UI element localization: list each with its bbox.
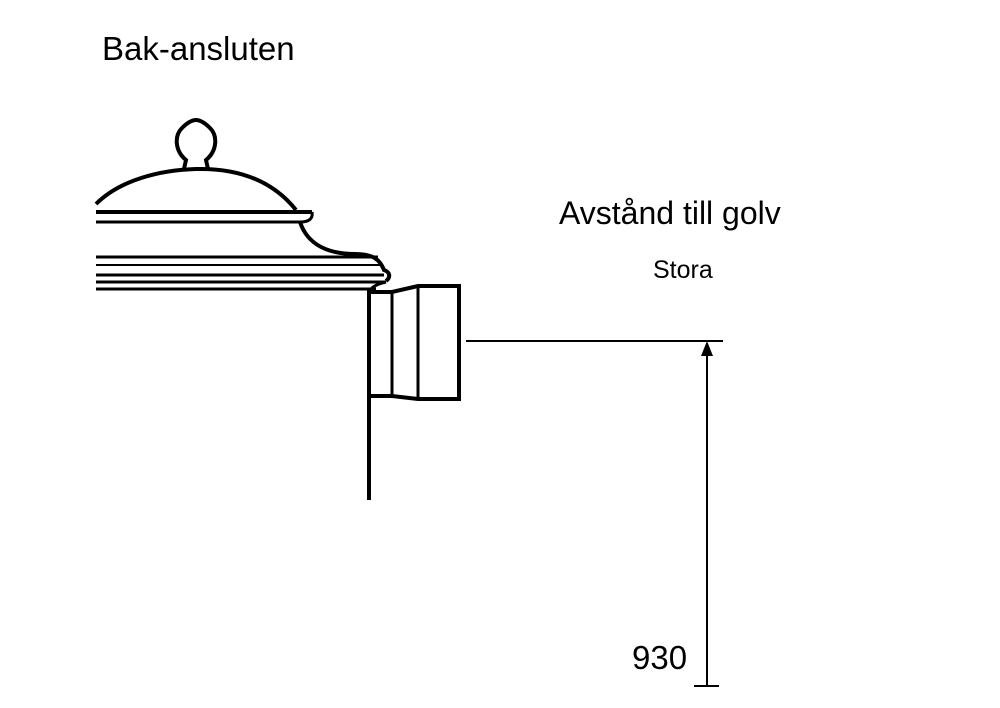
diagram-title: Bak-ansluten <box>102 30 295 67</box>
size-label: Stora <box>653 256 713 284</box>
dimension-value: 930 <box>632 639 688 676</box>
back-outlet-body <box>369 284 461 401</box>
lid-dome <box>94 166 298 212</box>
dimension-arrowhead <box>701 341 713 356</box>
dimension-heading: Avstånd till golv <box>559 195 781 231</box>
lid-knob <box>174 117 218 170</box>
pot-collar-curve <box>298 221 392 283</box>
